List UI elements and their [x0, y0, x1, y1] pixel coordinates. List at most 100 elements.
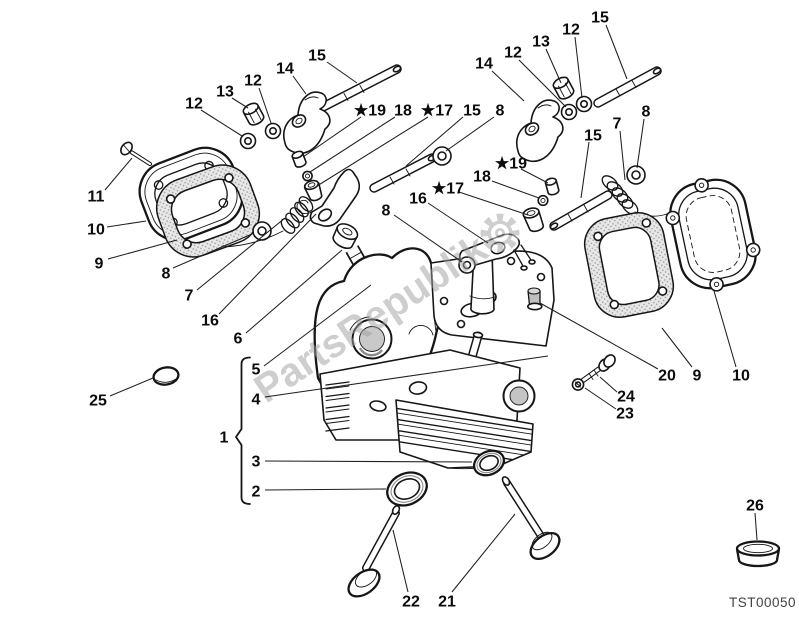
part-number-label: ★19 [354, 103, 386, 120]
leader-line [605, 24, 628, 80]
leader-line [264, 488, 387, 491]
leader-line [258, 87, 272, 124]
leader-line [109, 377, 154, 397]
cover-screw [120, 141, 153, 167]
part-number-label: 9 [693, 368, 702, 385]
valve-seal-ring-large [386, 471, 428, 507]
head-bolt [580, 354, 616, 384]
part-number-label: 16 [409, 191, 427, 208]
leader-line [106, 220, 147, 228]
rocker-shaft-mid-right [549, 190, 613, 231]
leader-line [574, 36, 583, 99]
part-number-label: 16 [201, 313, 219, 330]
part-number-label: 12 [562, 22, 580, 39]
part-number-label: 8 [382, 203, 391, 220]
part-number-label: 24 [617, 389, 635, 406]
leader-line [392, 529, 409, 593]
leader-line [545, 48, 562, 84]
valve-guide [526, 287, 543, 311]
leader-line [661, 327, 693, 368]
part-number-label: 22 [402, 594, 420, 611]
shaft-spacer [552, 76, 575, 100]
shaft-washer [575, 95, 593, 113]
part-number-label: 21 [438, 594, 456, 611]
leader-line [427, 202, 489, 244]
rocker-shaft-top-right [593, 66, 662, 108]
exhaust-valve [347, 504, 401, 598]
leader-line [393, 214, 463, 263]
valve-seal-ring-small [472, 449, 506, 477]
leader-line [264, 460, 473, 463]
leader-line [196, 217, 286, 291]
intake-valve [501, 476, 561, 561]
part-number-label: ★19 [495, 156, 527, 173]
part-number-label: 13 [216, 84, 234, 101]
leader-line [245, 249, 343, 334]
leader-line [754, 512, 758, 541]
part-number-label: 8 [162, 266, 171, 283]
shim-cap-right [544, 177, 560, 196]
part-number-label: 13 [532, 34, 550, 51]
shaft-spacer [242, 102, 265, 126]
cover-gasket-left [156, 164, 260, 258]
part-number-label: 14 [475, 56, 493, 73]
valve-cover-right [665, 178, 761, 292]
part-number-label: 4 [252, 392, 261, 409]
leader-line [263, 284, 372, 367]
part-number-label: 15 [463, 103, 481, 120]
part-number-label: 6 [234, 331, 243, 348]
part-number-label: 23 [616, 406, 634, 423]
part-number-label: ★17 [421, 103, 453, 120]
part-number-label: 5 [252, 362, 261, 379]
group-bracket [235, 356, 251, 505]
part-number-label: 12 [185, 96, 203, 113]
leader-line [445, 116, 495, 152]
o-ring-right [537, 194, 549, 207]
washer [626, 165, 646, 185]
adjuster-shim-left [303, 179, 323, 202]
shaft-washer [239, 132, 257, 150]
leader-line [200, 109, 243, 137]
part-number-label: 18 [473, 169, 491, 186]
gear-icon [480, 213, 520, 253]
leader-line [309, 116, 396, 173]
rocker-arm-closing-left [296, 168, 361, 227]
leader-line [107, 239, 178, 260]
leader-line [520, 168, 549, 184]
rocker-arm-opening-left [282, 91, 331, 155]
part-number-label: 15 [584, 128, 602, 145]
part-number-label: 18 [394, 103, 412, 120]
leader-line [636, 118, 645, 169]
shaft-washer [264, 122, 282, 140]
cover-gasket-right [583, 212, 675, 318]
part-number-label: 8 [642, 104, 651, 121]
part-number-label: 14 [276, 61, 294, 78]
part-number-label: 3 [252, 454, 261, 471]
cooling-fins-right [396, 407, 533, 464]
rocker-shaft-mid-left [369, 153, 437, 193]
part-number-label: 2 [252, 484, 261, 501]
leader-line [405, 116, 464, 167]
rubber-plug [152, 366, 180, 386]
adjuster-shim-right [522, 207, 545, 233]
part-number-label: 12 [504, 45, 522, 62]
leader-line [316, 116, 429, 187]
leader-line [584, 387, 617, 410]
tappet-shim [332, 223, 359, 250]
shaft-washer [560, 103, 578, 121]
leader-line [264, 355, 549, 398]
cooling-fins-left [325, 381, 350, 432]
leader-line [326, 61, 358, 84]
leader-line [218, 213, 317, 315]
cylinder-head [313, 247, 555, 470]
part-number-label: 10 [732, 368, 750, 385]
leader-line [458, 191, 529, 216]
leader-line [104, 157, 133, 191]
part-number-label: 1 [220, 430, 229, 447]
leader-line [539, 302, 659, 370]
diagram-code: TST00050 [729, 595, 796, 610]
leader-line [172, 233, 253, 269]
